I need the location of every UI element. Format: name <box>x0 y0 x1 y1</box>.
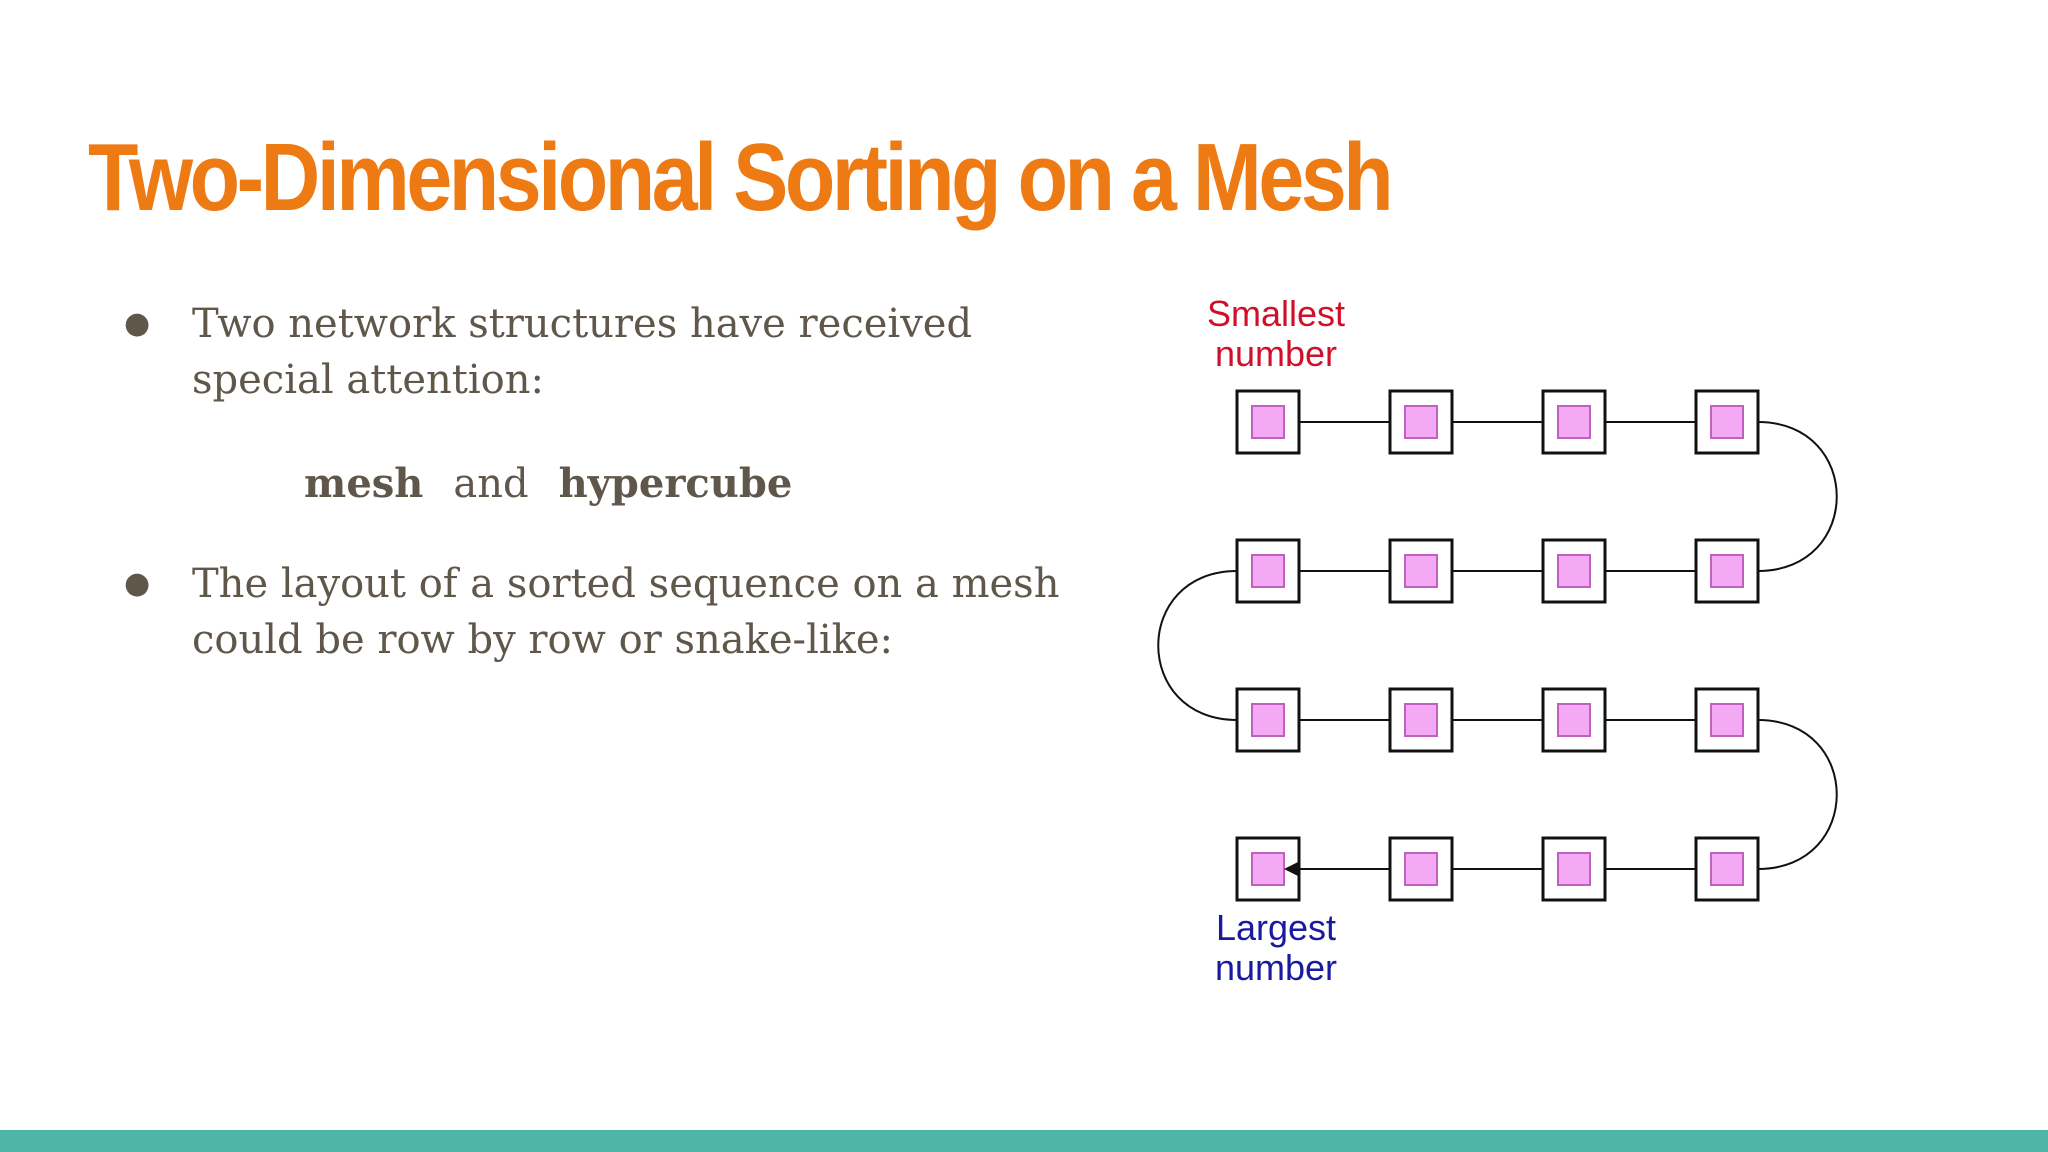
mesh-node-cell <box>1710 405 1744 439</box>
mesh-node-cell <box>1251 703 1285 737</box>
snake-turn-curve <box>1757 719 1838 870</box>
mesh-node-cell <box>1710 852 1744 886</box>
keyword-mesh: mesh <box>304 460 424 507</box>
snake-turn-curve <box>1757 421 1838 572</box>
mesh-node-cell <box>1557 852 1591 886</box>
keyword-hypercube: hypercube <box>558 460 793 507</box>
mesh-connections <box>1157 421 1838 870</box>
mesh-node-cell <box>1557 554 1591 588</box>
bullet-item-1: ● Two network structures have received s… <box>120 296 1060 408</box>
mesh-node-cell <box>1251 405 1285 439</box>
slide-body: ● Two network structures have received s… <box>120 296 1060 668</box>
footer-accent-bar <box>0 1130 2048 1152</box>
snake-mesh-diagram: Smallest number Largest number <box>1157 293 1838 988</box>
bullet-dot-icon: ● <box>124 306 151 341</box>
bullet-text-1: Two network structures have received spe… <box>192 301 973 403</box>
smallest-number-label-line-1: Smallest <box>1207 293 1345 334</box>
arrow-head-icon <box>1284 862 1298 876</box>
mesh-node-frame <box>1541 836 1607 902</box>
mesh-node-frame <box>1541 389 1607 455</box>
snake-turn-curve <box>1157 570 1238 721</box>
mesh-node-cell <box>1404 852 1438 886</box>
mesh-node-cell <box>1251 852 1285 886</box>
mesh-node-cell <box>1404 405 1438 439</box>
mesh-node-cell <box>1557 405 1591 439</box>
mesh-node-cell <box>1251 554 1285 588</box>
bullet-text-2: The layout of a sorted sequence on a mes… <box>192 561 1060 663</box>
bullet-item-2: ● The layout of a sorted sequence on a m… <box>120 556 1060 668</box>
largest-number-label-line-2: number <box>1215 947 1337 988</box>
mesh-node-cell <box>1404 554 1438 588</box>
smallest-number-label-line-2: number <box>1215 333 1337 374</box>
mesh-node-cell <box>1557 703 1591 737</box>
bullet-dot-icon: ● <box>124 566 151 601</box>
mesh-node-cell <box>1404 703 1438 737</box>
mesh-nodes <box>1235 389 1760 902</box>
mesh-node-cell <box>1710 703 1744 737</box>
largest-number-label-line-1: Largest <box>1216 907 1336 948</box>
keyword-and: and <box>453 461 529 507</box>
slide-title: Two-Dimensional Sorting on a Mesh <box>88 124 1394 231</box>
mesh-node-cell <box>1710 554 1744 588</box>
mesh-node-frame <box>1388 538 1454 604</box>
